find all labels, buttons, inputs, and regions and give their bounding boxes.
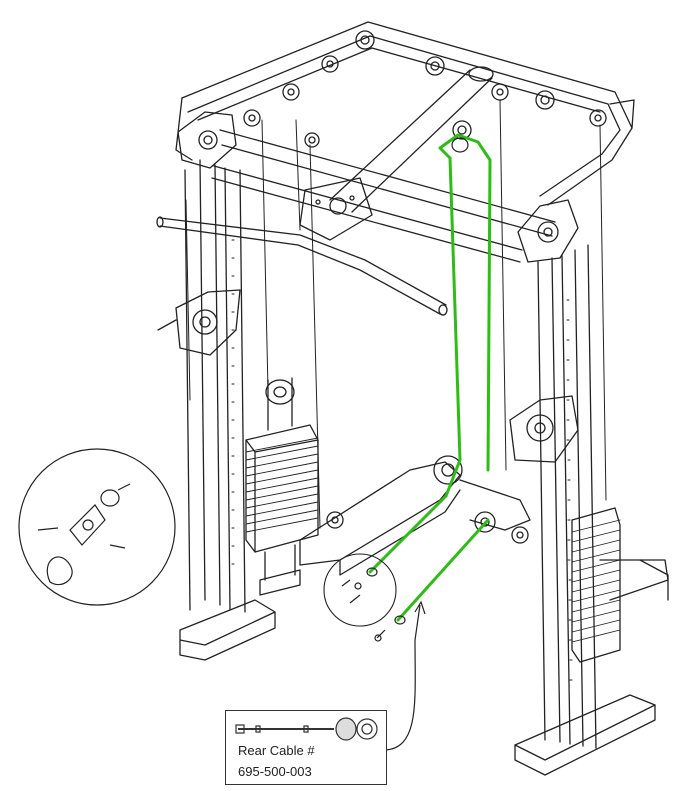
left-weight-stack — [245, 377, 319, 596]
rear-cable-label: Rear Cable # — [238, 743, 315, 758]
leader-arrow — [384, 600, 426, 751]
cable-icon — [235, 717, 378, 741]
part-callout-box: Rear Cable # 695-500-003 — [225, 710, 387, 785]
detail-inset-center — [323, 553, 397, 627]
cables — [185, 99, 607, 529]
right-upright — [509, 244, 669, 776]
part-number: 695-500-003 — [238, 764, 312, 779]
rear-base — [299, 455, 531, 576]
detail-inset-left — [18, 448, 176, 606]
left-upright — [157, 159, 276, 661]
top-frame — [156, 21, 635, 316]
rear-cable-highlight — [368, 133, 492, 622]
right-weight-stack — [571, 507, 621, 663]
